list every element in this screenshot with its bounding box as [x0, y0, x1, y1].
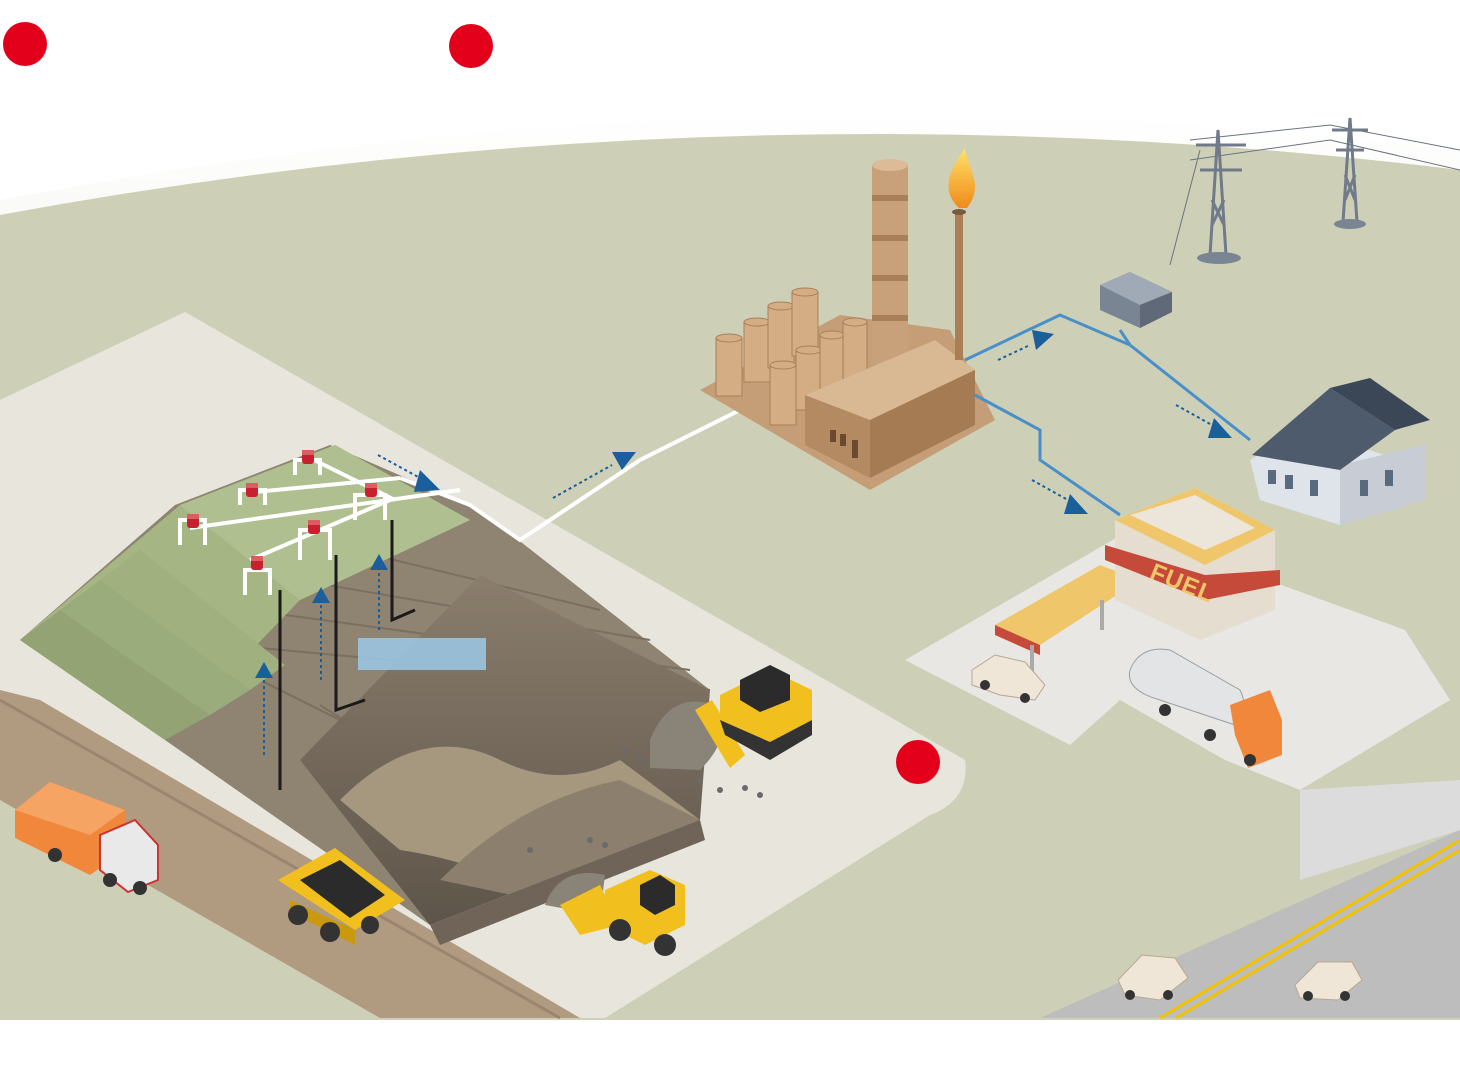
callout-marker: [896, 740, 940, 784]
landfill-gas-well-icon: [302, 450, 314, 464]
car-icon: [1117, 954, 1189, 1001]
gravel: [527, 747, 763, 853]
dump-truck-icon: [278, 848, 405, 945]
fuel-tanker-truck-icon: [1128, 648, 1282, 768]
landfill-gas-well-icon: [246, 483, 258, 497]
callout-marker: [3, 22, 47, 66]
power-transmission-tower-icon: [1196, 129, 1246, 264]
flow-arrows-to-plant: [377, 452, 636, 499]
gas-flow-arrow-icon: [370, 554, 388, 630]
bulldozer-icon: [650, 665, 812, 770]
power-lines: [1169, 124, 1460, 266]
landfill-gas-well-icon: [365, 483, 377, 497]
house-icon: [1250, 378, 1430, 525]
gas-flow-arrow-icon: [312, 587, 330, 680]
haul-road: [0, 690, 580, 1020]
gas-flow-arrow-icon: [255, 662, 273, 755]
landfill-gas-well-icon: [187, 514, 199, 528]
landfill-gas-wells: [187, 450, 377, 570]
gas-processing-plant-icon: [700, 159, 995, 490]
gas-rise-arrows: [255, 554, 388, 755]
landfill-gas-well-icon: [251, 556, 263, 570]
well-casings: [278, 520, 416, 790]
gas-flow-arrow-icon: [1175, 404, 1232, 438]
wheel-loader-icon: [545, 870, 685, 956]
gas-flow-arrow-icon: [997, 330, 1054, 361]
gas-flow-arrow-icon: [377, 454, 440, 492]
flow-arrows-to-users: [997, 330, 1232, 514]
electrical-substation-icon: [1100, 272, 1172, 328]
power-transmission-tower-icon: [1332, 117, 1368, 229]
callout-marker: [449, 24, 493, 68]
gas-flow-arrow-icon: [552, 452, 636, 499]
car-icon: [1294, 961, 1363, 1001]
landfill-gas-well-icon: [308, 520, 320, 534]
product-pipelines: [964, 313, 1251, 517]
gas-flow-arrow-icon: [1031, 479, 1088, 514]
car-icon: [971, 654, 1046, 703]
highlight-band: [358, 638, 486, 670]
garbage-truck-icon: [15, 782, 159, 895]
gas-flare-icon: [948, 148, 976, 360]
